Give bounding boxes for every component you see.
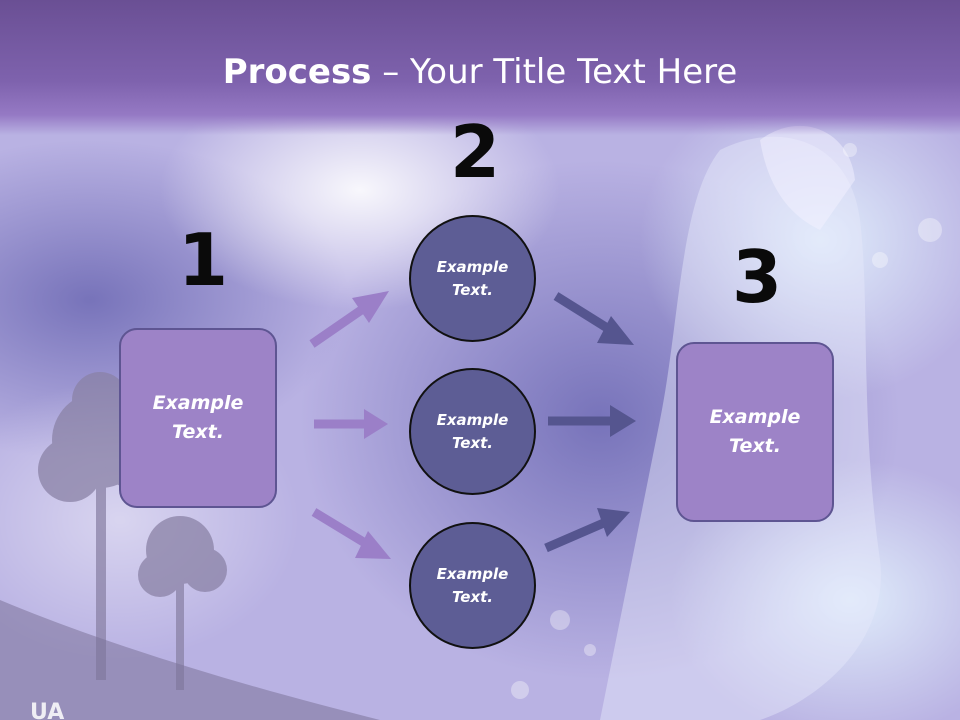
title-bold: Process (222, 52, 372, 92)
step-1-text: Example Text. (152, 392, 244, 443)
slide-title: Process – Your Title Text Here (0, 52, 960, 92)
step-2-circle-top: Example Text. (409, 215, 536, 342)
title-bar (0, 0, 960, 135)
arrow-left-down (311, 508, 391, 559)
step-2-circle-bottom: Example Text. (409, 522, 536, 649)
step-3-text: Example Text. (709, 406, 801, 457)
arrow-right-down (553, 292, 634, 345)
step-1-box: Example Text. (119, 328, 277, 508)
step-number-2: 2 (450, 110, 501, 194)
arrow-left-middle (314, 409, 388, 439)
step-3-box: Example Text. (676, 342, 834, 522)
circle-bottom-text: Example Text. (436, 564, 509, 606)
circle-middle-text: Example Text. (436, 410, 509, 452)
arrow-left-up (309, 291, 389, 348)
step-2-circle-middle: Example Text. (409, 368, 536, 495)
circle-top-text: Example Text. (436, 257, 509, 299)
brand-logo: UA (30, 700, 65, 720)
step-number-1: 1 (178, 218, 229, 302)
step-number-3: 3 (732, 235, 783, 319)
arrow-right-up (544, 508, 630, 553)
arrow-right-middle (548, 405, 636, 437)
title-rest: – Your Title Text Here (371, 52, 738, 92)
